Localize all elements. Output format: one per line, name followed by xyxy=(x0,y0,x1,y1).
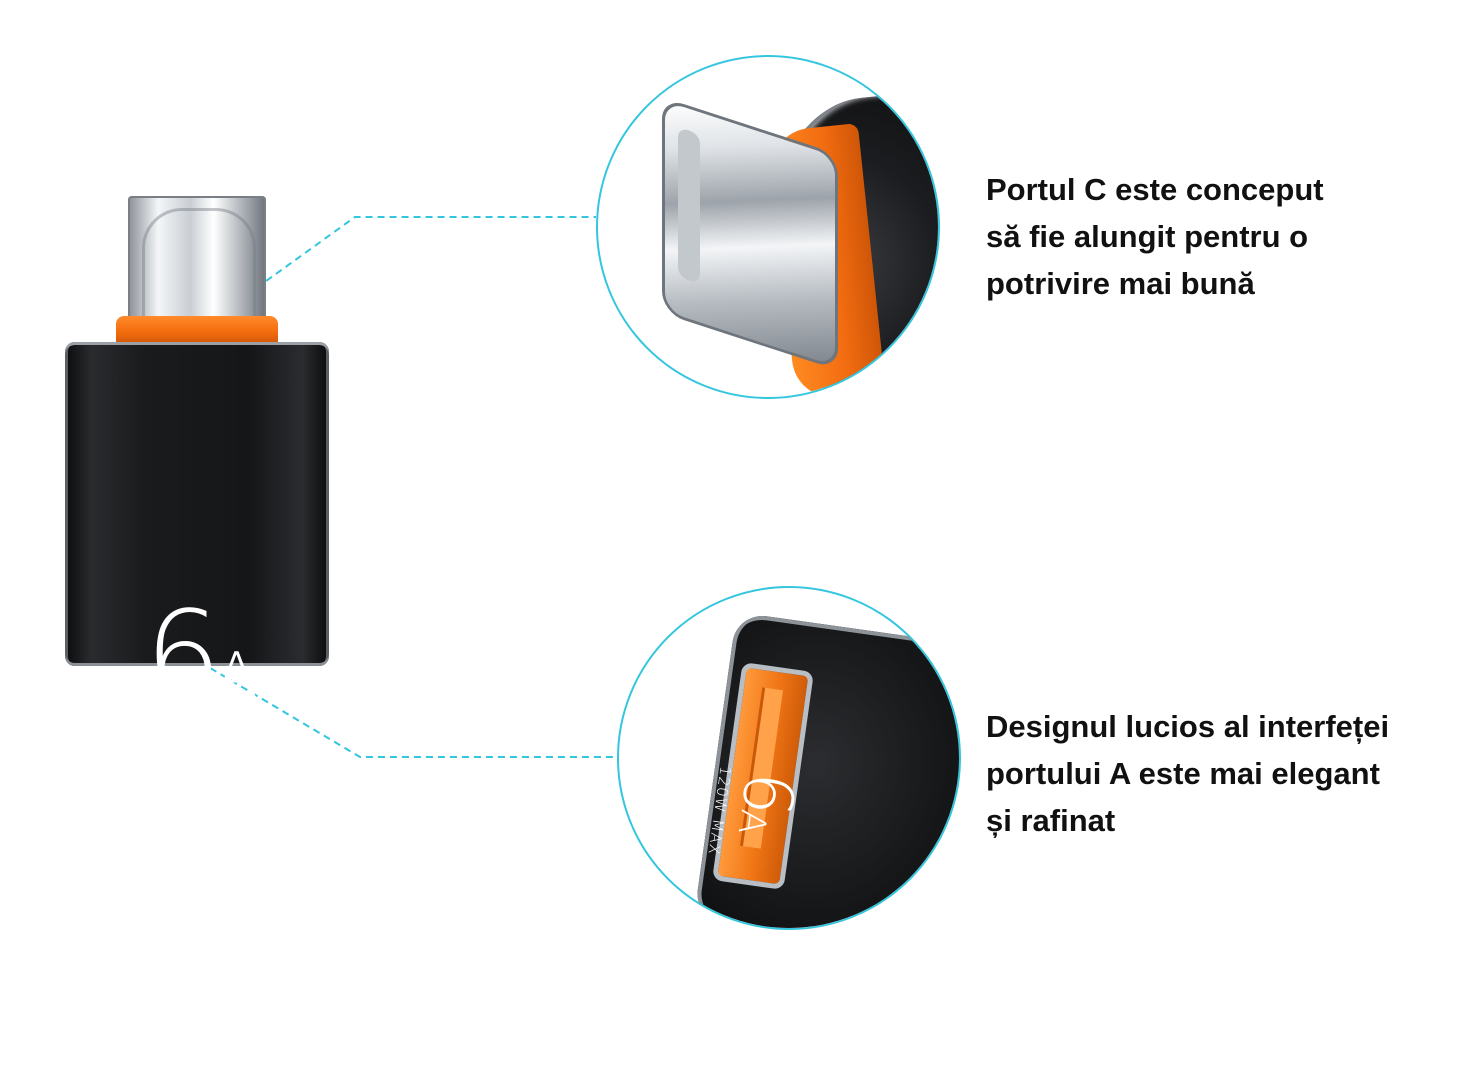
caption-line: Portul C este conceput xyxy=(986,172,1324,207)
caption-line: Designul lucios al interfeței xyxy=(986,709,1390,744)
feature-caption-usb-c: Portul C este conceput să fie alungit pe… xyxy=(986,166,1324,307)
zoom-usb-a-detail: 6A 120W MAX xyxy=(617,586,961,930)
caption-line: și rafinat xyxy=(986,803,1116,838)
caption-line: să fie alungit pentru o xyxy=(986,219,1309,254)
current-rating: 6A xyxy=(145,587,258,726)
zoom-rating-label: 6A 120W MAX xyxy=(704,765,809,857)
zoom-plug-slot xyxy=(678,127,700,285)
power-rating: 120W MAX xyxy=(135,737,269,763)
orange-collar xyxy=(116,316,278,346)
adapter-body: 6A 120W MAX xyxy=(65,342,329,763)
feature-caption-usb-a: Designul lucios al interfeței portului A… xyxy=(986,703,1389,844)
usb-c-adapter: 6A 120W MAX xyxy=(60,190,335,763)
zoom-usb-c-detail xyxy=(596,55,940,399)
callout-line-bottom xyxy=(199,661,617,758)
usb-c-plug xyxy=(128,196,266,322)
caption-line: portului A este mai elegant xyxy=(986,756,1380,791)
caption-line: potrivire mai bună xyxy=(986,266,1255,301)
